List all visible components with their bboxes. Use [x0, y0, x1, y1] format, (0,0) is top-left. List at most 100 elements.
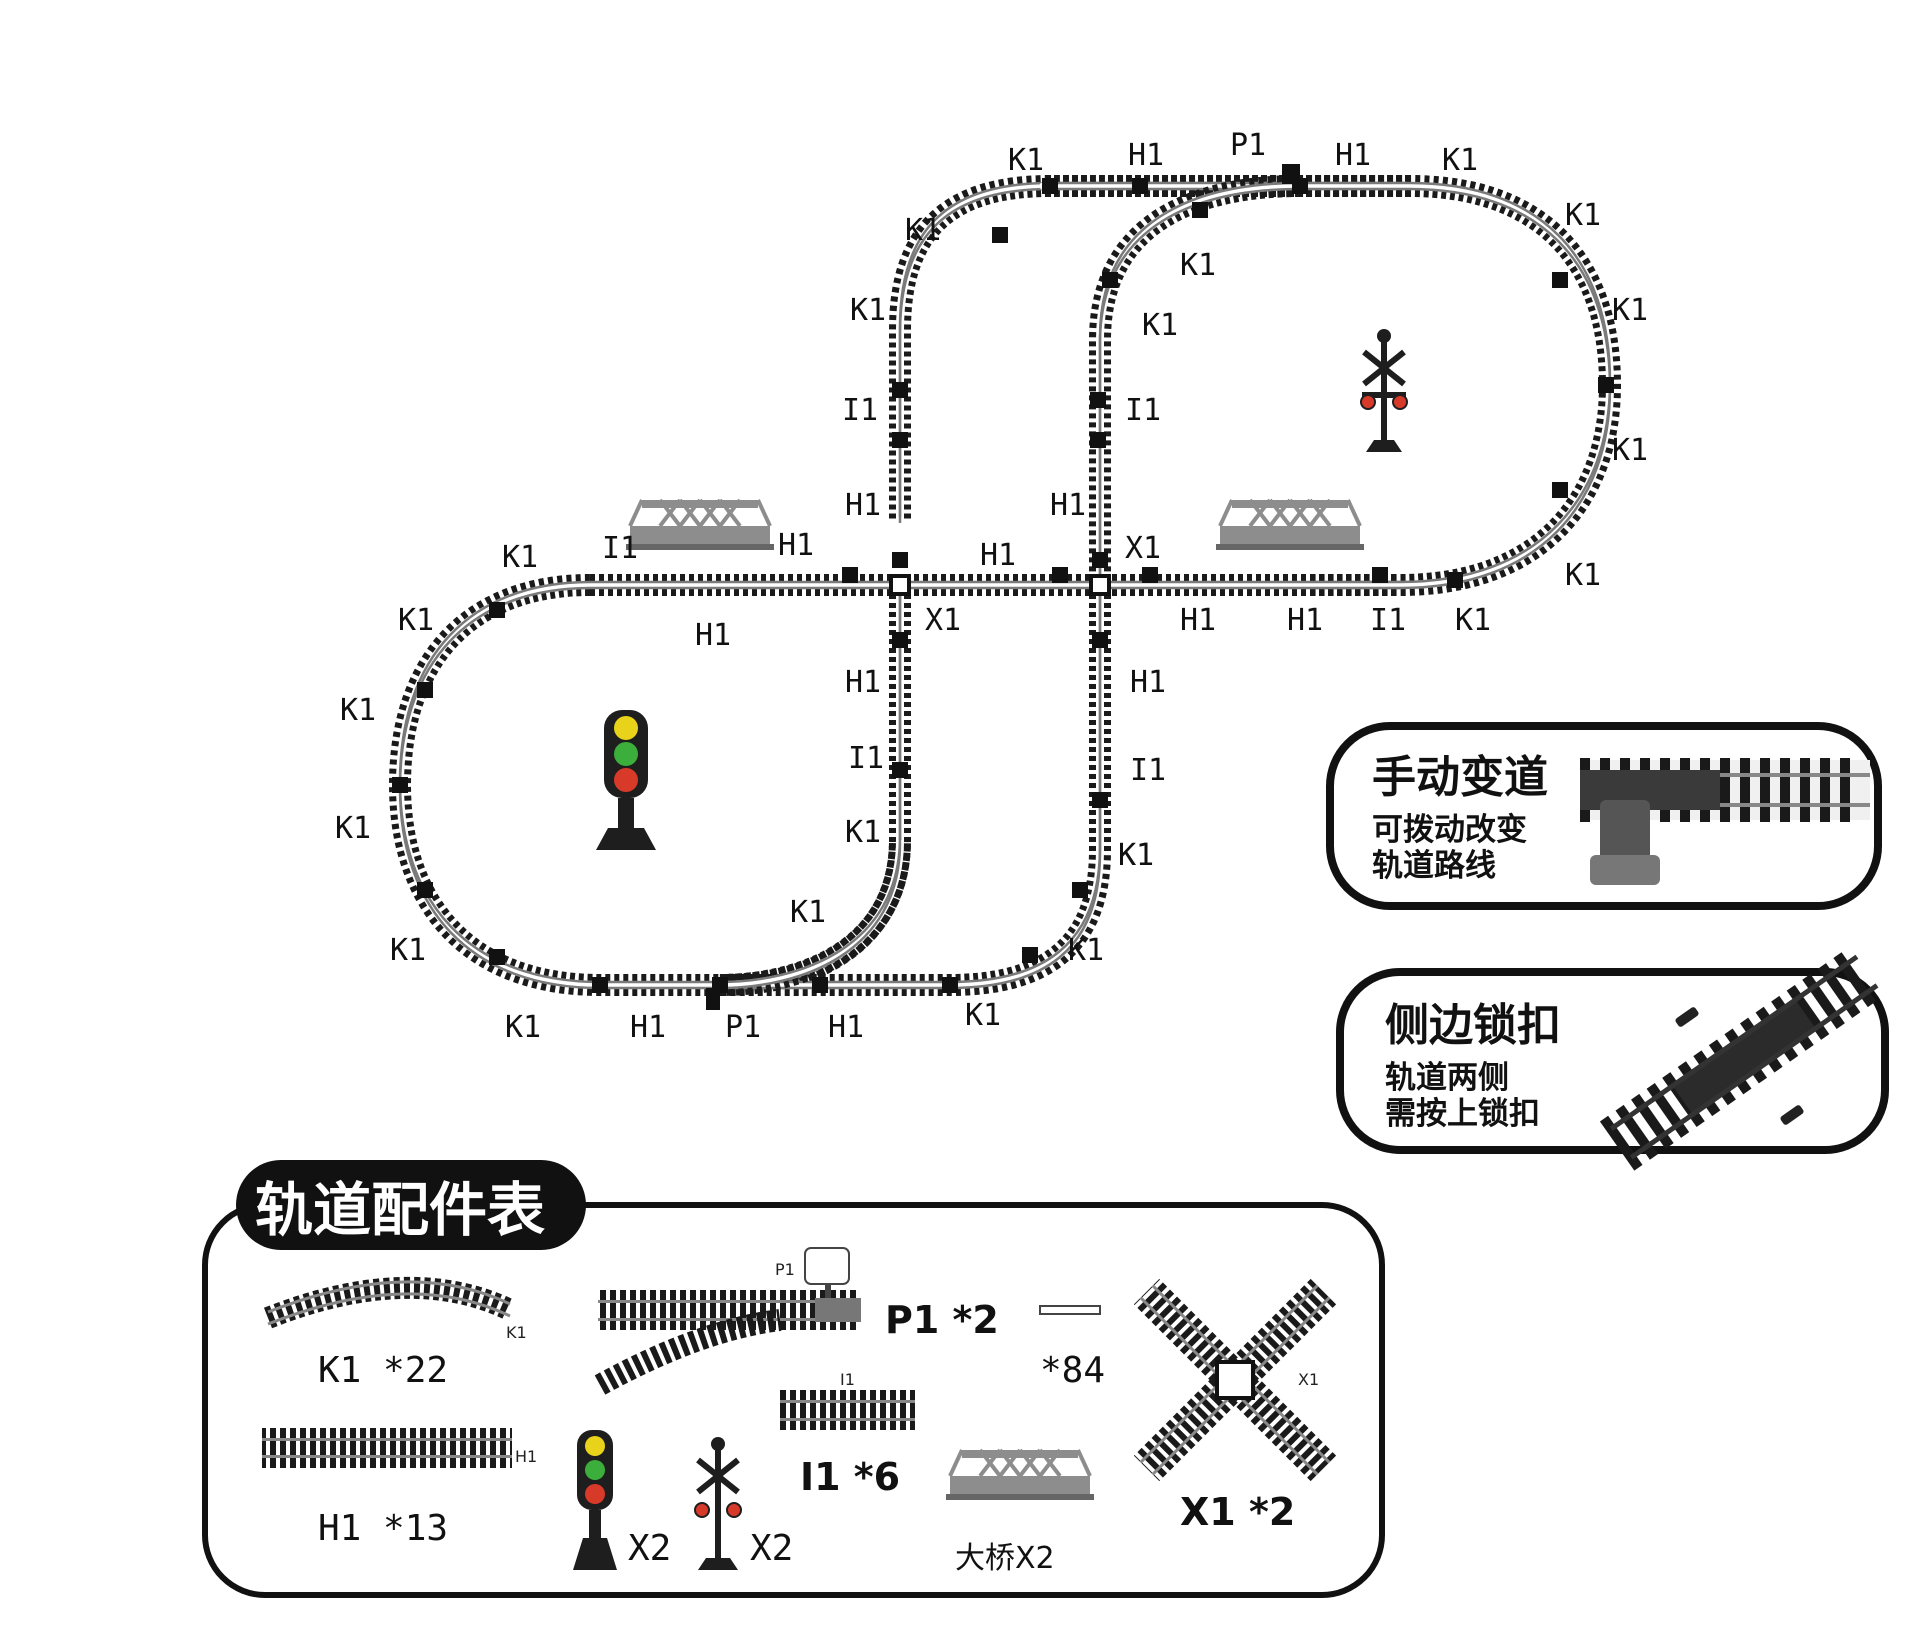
parts-table: 轨道配件表 K1 K1 *22 H1 H1 *13 P1 P1 *2 [202, 1160, 1385, 1598]
label-h1: H1 [1180, 603, 1216, 638]
label-i1: I1 [1125, 393, 1161, 428]
bridge-icon [1216, 498, 1364, 550]
i1-count: I1 *6 [800, 1455, 900, 1499]
track-labels: K1 H1 P1 H1 K1 K1 K1 K1 K1 K1 K1 K1 K1 I… [335, 128, 1648, 1045]
label-top-h1-right: H1 [1335, 138, 1371, 173]
i1-tag: I1 [840, 1370, 855, 1389]
label-i1: I1 [602, 531, 638, 566]
track-connector [1090, 432, 1106, 448]
label-k1: K1 [502, 540, 538, 575]
track-connector [1132, 178, 1148, 194]
railroad-crossing-icon [1360, 329, 1408, 452]
label-i1: I1 [1370, 603, 1406, 638]
track-connector [1022, 947, 1038, 963]
h1-tag: H1 [515, 1447, 537, 1466]
k1-tag: K1 [506, 1323, 527, 1342]
track-connector [1042, 178, 1058, 194]
track-connector [1192, 202, 1208, 218]
traffic-light-count: X2 [628, 1528, 671, 1569]
parts-table-banner: 轨道配件表 [255, 1176, 545, 1244]
label-h1: H1 [845, 665, 881, 700]
track-connector [592, 977, 608, 993]
switch-lever [706, 988, 720, 1010]
label-k1: K1 [1612, 433, 1648, 468]
label-k1: K1 [1455, 603, 1491, 638]
track-connector [892, 432, 908, 448]
track-connector [1072, 882, 1088, 898]
label-k1: K1 [790, 895, 826, 930]
label-h1: H1 [1130, 665, 1166, 700]
crossing-node [1089, 574, 1111, 596]
switch-track-icon [1580, 758, 1870, 885]
label-h1: H1 [630, 1010, 666, 1045]
callout-clip-line2: 需按上锁扣 [1385, 1096, 1540, 1132]
label-k1: K1 [1180, 248, 1216, 283]
label-k1: K1 [340, 693, 376, 728]
crossing-track-icon [1133, 1278, 1337, 1482]
track-connector [1598, 377, 1614, 393]
crossing-node [889, 574, 911, 596]
track-connector [489, 949, 505, 965]
side-clip-icon [1039, 1305, 1101, 1315]
track-connector [892, 762, 908, 778]
label-h1: H1 [845, 488, 881, 523]
track-connector [1552, 272, 1568, 288]
side-clip-icon [1599, 952, 1879, 1171]
track-connector [1142, 567, 1158, 583]
label-k1: K1 [1142, 308, 1178, 343]
label-k1: K1 [965, 998, 1001, 1033]
track-connector [417, 882, 433, 898]
k1-curve-track-icon [263, 1276, 515, 1329]
label-h1: H1 [1050, 488, 1086, 523]
track-connector [417, 682, 433, 698]
track-connector [1092, 792, 1108, 808]
bridge-icon [626, 498, 774, 550]
callout-manual-switch: 手动变道 可拨动改变 轨道路线 [1326, 722, 1882, 910]
crossing-signal-count: X2 [750, 1528, 793, 1569]
label-top-k1: K1 [1008, 143, 1044, 178]
label-h1: H1 [778, 528, 814, 563]
label-x1: X1 [1125, 531, 1161, 566]
i1-short-track-icon [780, 1390, 915, 1430]
label-h1: H1 [980, 538, 1016, 573]
track-connector [812, 977, 828, 993]
label-k1: K1 [1118, 838, 1154, 873]
label-h1: H1 [828, 1010, 864, 1045]
clip-count: *84 [1040, 1350, 1105, 1391]
label-k1: K1 [1565, 558, 1601, 593]
label-h1: H1 [695, 618, 731, 653]
track-connector [1090, 392, 1106, 408]
label-top-k1-right: K1 [1442, 143, 1478, 178]
callout-clip-line1: 轨道两侧 [1385, 1060, 1509, 1096]
label-k1: K1 [1612, 293, 1648, 328]
label-h1: H1 [1287, 603, 1323, 638]
track-connector [1372, 567, 1388, 583]
callout-clip-title: 侧边锁扣 [1385, 1000, 1561, 1051]
track-connector [842, 567, 858, 583]
label-k1: K1 [905, 213, 941, 248]
switch-lever [1282, 164, 1300, 184]
bridge-label: 大桥X2 [955, 1541, 1055, 1576]
label-k1: K1 [335, 811, 371, 846]
h1-count: H1 *13 [318, 1508, 448, 1549]
label-i1: I1 [848, 741, 884, 776]
bridge-icon [946, 1448, 1094, 1500]
track-connector [892, 552, 908, 568]
callout-switch-line1: 可拨动改变 [1372, 812, 1527, 848]
label-k1: K1 [1118, 838, 1154, 873]
track-connector [1552, 482, 1568, 498]
track-connector [1052, 567, 1068, 583]
track-connector [392, 777, 408, 793]
p1-tag: P1 [775, 1260, 795, 1279]
p1-count: P1 *2 [885, 1298, 999, 1342]
track-connector [1092, 552, 1108, 568]
label-k1: K1 [1565, 198, 1601, 233]
label-i1: I1 [1130, 753, 1166, 788]
label-k1: K1 [505, 1010, 541, 1045]
label-k1: K1 [398, 603, 434, 638]
track-connector [1102, 272, 1118, 288]
callout-switch-line2: 轨道路线 [1372, 848, 1496, 884]
track-connector [1447, 572, 1463, 588]
label-k1: K1 [1068, 933, 1104, 968]
